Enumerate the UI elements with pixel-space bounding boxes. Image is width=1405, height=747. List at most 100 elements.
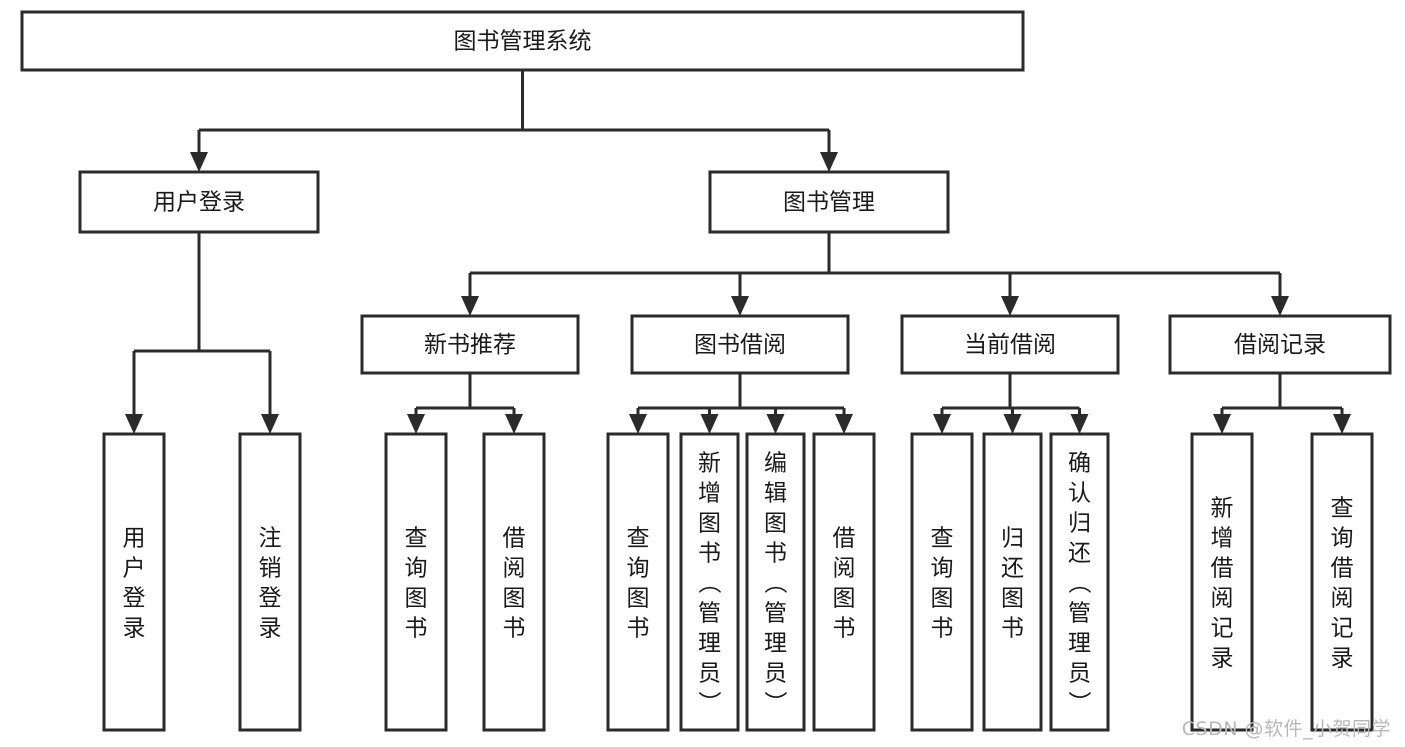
node-return-book[interactable]: 归还图书归还图书 xyxy=(982,432,1043,732)
node-label-char: ） xyxy=(1066,691,1092,714)
node-label-char: （ xyxy=(1066,571,1092,594)
node-borrow-book[interactable]: 借阅图书借阅图书 xyxy=(482,432,546,732)
arrow-head-icon xyxy=(1070,414,1089,434)
node-label-char: 录 xyxy=(1331,645,1354,671)
node-book-management-system[interactable]: 图书管理系统 xyxy=(20,10,1025,72)
node-label-char: 图 xyxy=(931,585,954,611)
node-label-char: 查 xyxy=(931,525,954,551)
node-borrow-record[interactable]: 借阅记录 xyxy=(1168,314,1392,375)
node-label-char: 阅 xyxy=(1211,585,1234,611)
node-label-char: 阅 xyxy=(1331,585,1354,611)
node-label-char: 阅 xyxy=(833,555,856,581)
node-book-management[interactable]: 图书管理 xyxy=(708,170,950,234)
arrow-head-icon xyxy=(125,414,143,434)
arrow-head-icon xyxy=(1003,414,1022,434)
node-label-char: 询 xyxy=(627,555,650,581)
node-label: 新书推荐 xyxy=(424,332,516,358)
node-borrow-book[interactable]: 借阅图书借阅图书 xyxy=(812,432,876,732)
node-label-char: 查 xyxy=(405,525,428,551)
node-label-char: 注 xyxy=(259,525,282,551)
arrow-head-icon xyxy=(407,414,425,434)
node-label: 当前借阅 xyxy=(964,332,1056,358)
node-label: 图书管理系统 xyxy=(454,29,592,55)
node-current-borrow[interactable]: 当前借阅 xyxy=(900,314,1120,375)
node-label-char: 图 xyxy=(503,585,526,611)
nodes-layer: 用户登录用户登录用户登录注销登录注销登录图书管理新书推荐查询图书查询图书借阅图书… xyxy=(20,10,1392,732)
node-label-char: 图 xyxy=(698,510,721,536)
arrow-head-icon xyxy=(1213,414,1231,434)
node-label-char: 书 xyxy=(698,540,721,566)
node-query-book[interactable]: 查询图书查询图书 xyxy=(910,432,974,732)
arrow-head-icon xyxy=(1333,414,1351,434)
arrow-head-icon xyxy=(820,152,838,172)
node-logout[interactable]: 注销登录注销登录 xyxy=(238,432,302,732)
node-label-char: 增 xyxy=(698,480,721,506)
node-box xyxy=(812,432,876,732)
node-label-char: 管 xyxy=(764,600,787,626)
node-label-char: 记 xyxy=(1211,615,1234,641)
node-label-char: 图 xyxy=(627,585,650,611)
node-label-char: 录 xyxy=(1211,645,1234,671)
node-label-char: ） xyxy=(696,691,722,714)
node-label-char: 归 xyxy=(1001,525,1024,551)
node-box xyxy=(900,314,1120,375)
node-query-book[interactable]: 查询图书查询图书 xyxy=(606,432,670,732)
node-label-char: 管 xyxy=(698,600,721,626)
node-book-borrow[interactable]: 图书借阅 xyxy=(630,314,850,375)
arrow-head-icon xyxy=(731,296,749,316)
node-label-char: 询 xyxy=(1331,525,1354,551)
node-box xyxy=(1190,432,1254,732)
node-add-borrow-record[interactable]: 新增借阅记录新增借阅记录 xyxy=(1190,432,1254,732)
arrow-head-icon xyxy=(1271,296,1289,316)
node-box xyxy=(708,170,950,234)
node-label-char: 登 xyxy=(123,585,146,611)
node-label-char: 员 xyxy=(1068,660,1091,686)
node-user-login[interactable]: 用户登录 xyxy=(78,170,320,234)
node-label-char: 借 xyxy=(1211,555,1234,581)
node-label-char: 归 xyxy=(1068,510,1091,536)
node-box xyxy=(1049,432,1110,732)
node-box xyxy=(102,432,166,732)
node-label-char: 还 xyxy=(1068,540,1091,566)
arrow-head-icon xyxy=(1001,296,1019,316)
node-label-char: 理 xyxy=(1068,630,1091,656)
node-label-char: 查 xyxy=(1331,495,1354,521)
node-box xyxy=(360,314,580,375)
node-label-char: 录 xyxy=(259,615,282,641)
node-label-char: 书 xyxy=(405,615,428,641)
node-query-book[interactable]: 查询图书查询图书 xyxy=(384,432,448,732)
node-new-book-recommend[interactable]: 新书推荐 xyxy=(360,314,580,375)
node-label: 图书管理 xyxy=(783,190,875,216)
node-label-char: 借 xyxy=(833,525,856,551)
node-label-char: （ xyxy=(762,571,788,594)
node-box xyxy=(384,432,448,732)
node-label-char: 图 xyxy=(764,510,787,536)
node-box xyxy=(679,432,740,732)
node-label-char: 销 xyxy=(259,555,282,581)
node-label-char: 员 xyxy=(764,660,787,686)
node-label-char: 书 xyxy=(833,615,856,641)
arrow-head-icon xyxy=(261,414,279,434)
node-label-char: 查 xyxy=(627,525,650,551)
node-label-char: 询 xyxy=(931,555,954,581)
node-box xyxy=(238,432,302,732)
node-label-char: 借 xyxy=(503,525,526,551)
node-box xyxy=(78,170,320,234)
node-label-char: 记 xyxy=(1331,615,1354,641)
node-box xyxy=(606,432,670,732)
arrow-head-icon xyxy=(629,414,647,434)
node-box xyxy=(745,432,806,732)
node-label-char: 认 xyxy=(1068,480,1091,506)
arrow-head-icon xyxy=(766,414,785,434)
node-label-char: 阅 xyxy=(503,555,526,581)
node-label-char: 管 xyxy=(1068,600,1091,626)
arrow-head-icon xyxy=(835,414,853,434)
node-query-borrow-record[interactable]: 查询借阅记录查询借阅记录 xyxy=(1310,432,1374,732)
node-label-char: 录 xyxy=(123,615,146,641)
